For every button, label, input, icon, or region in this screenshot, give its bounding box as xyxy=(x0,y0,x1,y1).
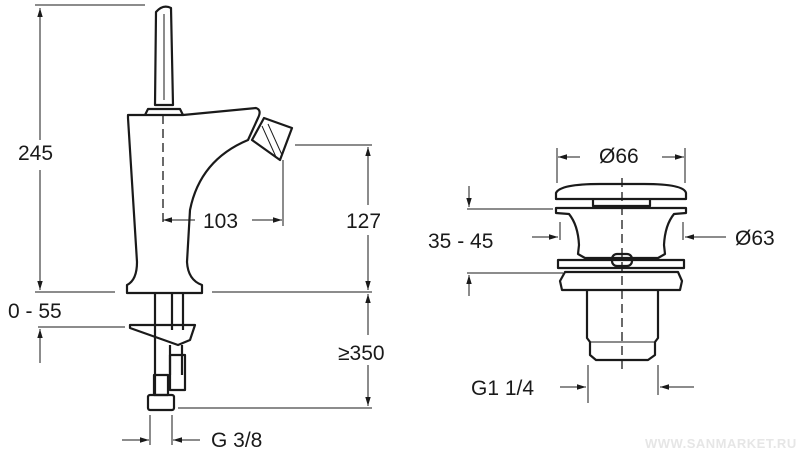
drain-outline xyxy=(554,178,688,370)
faucet-outline xyxy=(125,5,294,412)
dim-height-total: 245 xyxy=(18,142,53,165)
dim-spout-height: 127 xyxy=(346,210,381,233)
dim-cap-diameter: Ø66 xyxy=(599,145,639,168)
drain-dimensions xyxy=(466,148,726,403)
dim-thread: G1 1/4 xyxy=(471,377,534,400)
dim-body-diameter: Ø63 xyxy=(735,227,775,250)
faucet-dimensions xyxy=(35,4,372,445)
dim-basin-thickness: 35 - 45 xyxy=(428,230,493,253)
dim-deck-thickness: 0 - 55 xyxy=(8,300,62,323)
dim-connection: G 3/8 xyxy=(211,429,262,452)
dim-hose-length: ≥350 xyxy=(338,342,385,365)
dim-spout-reach: 103 xyxy=(203,210,238,233)
watermark: WWW.SANMARKET.RU xyxy=(645,436,797,451)
